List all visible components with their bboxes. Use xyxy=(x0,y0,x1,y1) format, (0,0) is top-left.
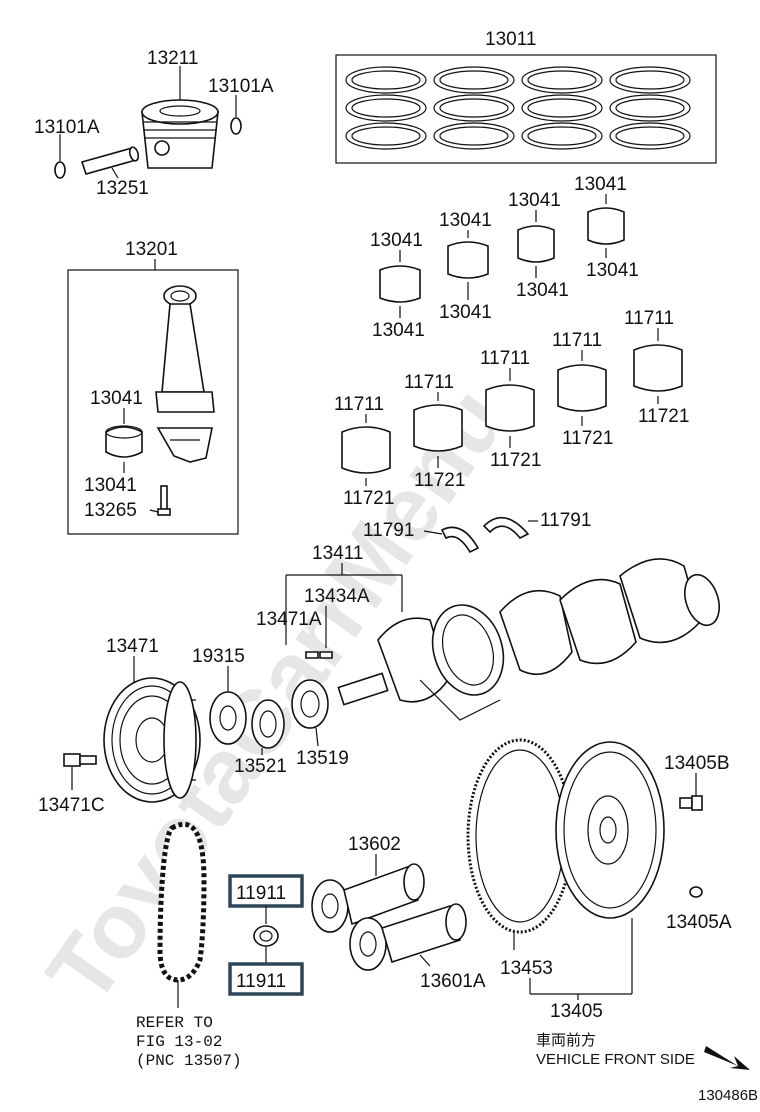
label-13201[interactable]: 13201 xyxy=(125,239,178,260)
vehicle-front-en: VEHICLE FRONT SIDE xyxy=(536,1051,695,1068)
front-direction-arrow-icon xyxy=(704,1046,750,1070)
label-13601A[interactable]: 13601A xyxy=(420,971,486,992)
crankshaft-key-13434A xyxy=(305,651,319,659)
highlight-box-11911-bottom xyxy=(228,962,304,996)
label-11711-c[interactable]: 11711 xyxy=(480,348,530,369)
conrod-bearings-13041 xyxy=(379,207,625,303)
label-11711-b[interactable]: 11711 xyxy=(404,372,454,393)
label-13041-c[interactable]: 13041 xyxy=(370,230,423,251)
label-13471C[interactable]: 13471C xyxy=(38,795,105,816)
label-13519[interactable]: 13519 xyxy=(296,748,349,769)
label-13265[interactable]: 13265 xyxy=(84,500,137,521)
figure-code: 130486B xyxy=(698,1087,758,1104)
piston-ring-set-13011 xyxy=(335,54,717,164)
thrust-washer-11791-a xyxy=(440,526,480,554)
label-13211[interactable]: 13211 xyxy=(147,48,198,69)
crankshaft-pulley-13471 xyxy=(103,677,201,803)
label-11721-c[interactable]: 11721 xyxy=(490,450,541,471)
label-13405[interactable]: 13405 xyxy=(550,1001,603,1022)
piston-pin-13251 xyxy=(80,146,140,175)
timing-chain-13507 xyxy=(157,821,207,983)
balance-shaft-13601A xyxy=(349,903,467,971)
label-13521[interactable]: 13521 xyxy=(234,756,287,777)
flywheel-13405 xyxy=(555,741,665,919)
label-13101A-left[interactable]: 13101A xyxy=(34,117,100,138)
label-11711-e[interactable]: 11711 xyxy=(624,308,674,329)
label-11721-b[interactable]: 11721 xyxy=(414,470,465,491)
label-13471A[interactable]: 13471A xyxy=(256,609,322,630)
label-13011[interactable]: 13011 xyxy=(485,29,536,50)
label-13101A-right[interactable]: 13101A xyxy=(208,76,274,97)
refer-line-3: (PNC 13507) xyxy=(136,1052,242,1070)
connecting-rod-box xyxy=(67,269,239,535)
label-13405A[interactable]: 13405A xyxy=(666,912,732,933)
label-13041-e[interactable]: 13041 xyxy=(439,210,492,231)
label-13434A[interactable]: 13434A xyxy=(304,586,370,607)
conrod-bolt-13265 xyxy=(157,485,171,516)
label-11721-d[interactable]: 11721 xyxy=(562,428,613,449)
connecting-rod-13201 xyxy=(155,285,215,463)
label-11791-b[interactable]: 11791 xyxy=(540,510,591,531)
label-11721-e[interactable]: 11721 xyxy=(638,406,689,427)
balance-shaft-13602 xyxy=(311,863,425,933)
conrod-bearing-13041-box xyxy=(105,425,143,458)
label-13041-i[interactable]: 13041 xyxy=(574,174,627,195)
bushing-11911 xyxy=(253,925,279,947)
label-13041-box-bot[interactable]: 13041 xyxy=(84,475,137,496)
label-13411[interactable]: 13411 xyxy=(312,543,363,564)
label-11911-bottom[interactable]: 11911 xyxy=(236,971,286,992)
label-13041-d[interactable]: 13041 xyxy=(372,320,425,341)
label-11711-a[interactable]: 11711 xyxy=(334,394,384,415)
crankshaft-13411 xyxy=(337,558,721,721)
label-11721-a[interactable]: 11721 xyxy=(343,488,394,509)
label-13453[interactable]: 13453 xyxy=(500,958,553,979)
vehicle-front-jp: 車両前方 xyxy=(536,1032,596,1049)
flywheel-bolt-13405B xyxy=(679,795,703,811)
refer-line-2: FIG 13-02 xyxy=(136,1033,222,1051)
piston-13211 xyxy=(141,99,219,169)
label-13041-g[interactable]: 13041 xyxy=(508,190,561,211)
label-13041-f[interactable]: 13041 xyxy=(439,302,492,323)
main-bearings-11711 xyxy=(341,344,683,474)
label-13041-j[interactable]: 13041 xyxy=(586,260,639,281)
label-11911-top[interactable]: 11911 xyxy=(236,883,286,904)
label-13471[interactable]: 13471 xyxy=(106,636,159,657)
oil-seal-13521 xyxy=(251,699,285,749)
label-13405B[interactable]: 13405B xyxy=(664,753,730,774)
label-11791-a[interactable]: 11791 xyxy=(363,520,414,541)
crank-angle-sensor-plate-19315 xyxy=(209,691,247,745)
label-13041-h[interactable]: 13041 xyxy=(516,280,569,301)
label-13602[interactable]: 13602 xyxy=(348,834,401,855)
timing-sprocket-13519 xyxy=(291,679,329,729)
label-11711-d[interactable]: 11711 xyxy=(552,330,602,351)
refer-line-1: REFER TO xyxy=(136,1014,213,1032)
label-13251[interactable]: 13251 xyxy=(96,178,149,199)
piston-pin-clip-left xyxy=(54,161,66,179)
crankshaft-key-13471A xyxy=(319,651,333,659)
thrust-washer-11791-b xyxy=(482,516,530,540)
pulley-bolt-13471C xyxy=(63,753,97,767)
piston-pin-clip-right xyxy=(230,117,242,135)
dowel-pin-13405A xyxy=(689,886,703,898)
label-19315[interactable]: 19315 xyxy=(192,646,245,667)
label-13041-box-top[interactable]: 13041 xyxy=(90,388,143,409)
